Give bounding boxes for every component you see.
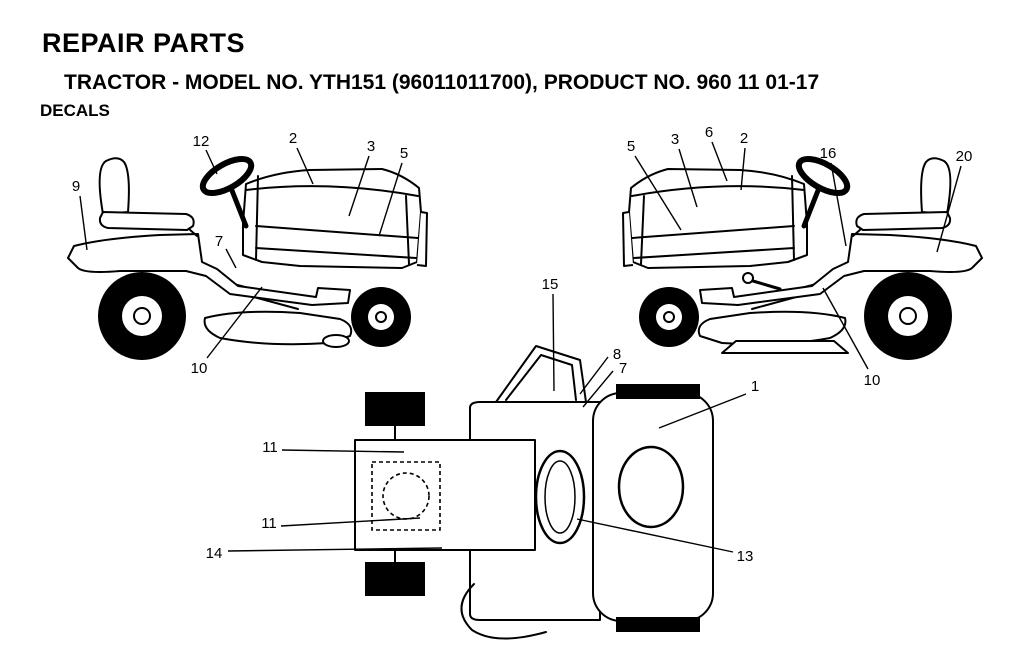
- top-hood: [592, 392, 714, 622]
- left-mower-deck: [203, 282, 353, 348]
- right-front-wheel: [639, 287, 699, 347]
- callout-right-6: 6: [705, 124, 713, 141]
- top-decal-dashed-box: [371, 461, 441, 531]
- right-seat: [852, 157, 952, 237]
- callout-top-1: 1: [751, 378, 759, 395]
- callout-left-5: 5: [400, 145, 408, 162]
- top-hood-decal-oval: [617, 445, 685, 529]
- callout-right-20: 20: [956, 148, 973, 165]
- callout-right-16: 16: [820, 145, 837, 162]
- callout-right-10: 10: [864, 372, 881, 389]
- callout-top-8: 8: [613, 346, 621, 363]
- top-mower-deck: [354, 439, 536, 551]
- callout-right-5: 5: [627, 138, 635, 155]
- callout-left-12: 12: [193, 133, 210, 150]
- callout-top-15: 15: [542, 276, 559, 293]
- right-lever-knob: [742, 272, 782, 291]
- left-front-wheel: [351, 287, 411, 347]
- callout-top-11-b: 11: [261, 515, 277, 532]
- callout-top-11-a: 11: [262, 439, 278, 456]
- left-tractor-view: [67, 155, 428, 360]
- callout-right-3: 3: [671, 131, 679, 148]
- callout-labels: 9 12 2 3 5 7 10 5 3 6 2 16 20 10 15 8 7 …: [72, 124, 973, 565]
- callout-left-7: 7: [215, 233, 223, 250]
- callout-left-9: 9: [72, 178, 80, 195]
- right-chassis-fender: [699, 233, 983, 306]
- callout-right-2: 2: [740, 130, 748, 147]
- callout-left-3: 3: [367, 138, 375, 155]
- top-seat: [495, 345, 587, 403]
- top-front-wheel-right: [616, 617, 700, 632]
- callout-top-7: 7: [619, 360, 627, 377]
- page-title: REPAIR PARTS: [42, 28, 246, 58]
- callout-left-10: 10: [191, 360, 208, 377]
- right-rear-wheel: [864, 272, 952, 360]
- top-front-wheel-left: [616, 384, 700, 399]
- top-rear-wheel-left: [365, 392, 425, 426]
- left-steering-wheel: [199, 155, 255, 229]
- top-tractor-view: [354, 345, 714, 640]
- left-chassis-fender: [67, 233, 351, 306]
- top-footrest-curve: [460, 583, 547, 640]
- callout-top-14: 14: [206, 545, 223, 562]
- right-hood: [622, 168, 808, 269]
- left-rear-wheel: [98, 272, 186, 360]
- top-rear-wheel-right: [365, 562, 425, 596]
- leader-lines: [79, 141, 962, 553]
- model-product-line: TRACTOR - MODEL NO. YTH151 (96011011700)…: [64, 71, 820, 94]
- right-tractor-view: [622, 155, 983, 360]
- section-label-decals: DECALS: [40, 101, 110, 120]
- left-seat: [98, 157, 198, 237]
- top-steering-wheel: [534, 449, 586, 545]
- callout-top-13: 13: [737, 548, 754, 565]
- left-hood: [242, 168, 428, 269]
- callout-left-2: 2: [289, 130, 297, 147]
